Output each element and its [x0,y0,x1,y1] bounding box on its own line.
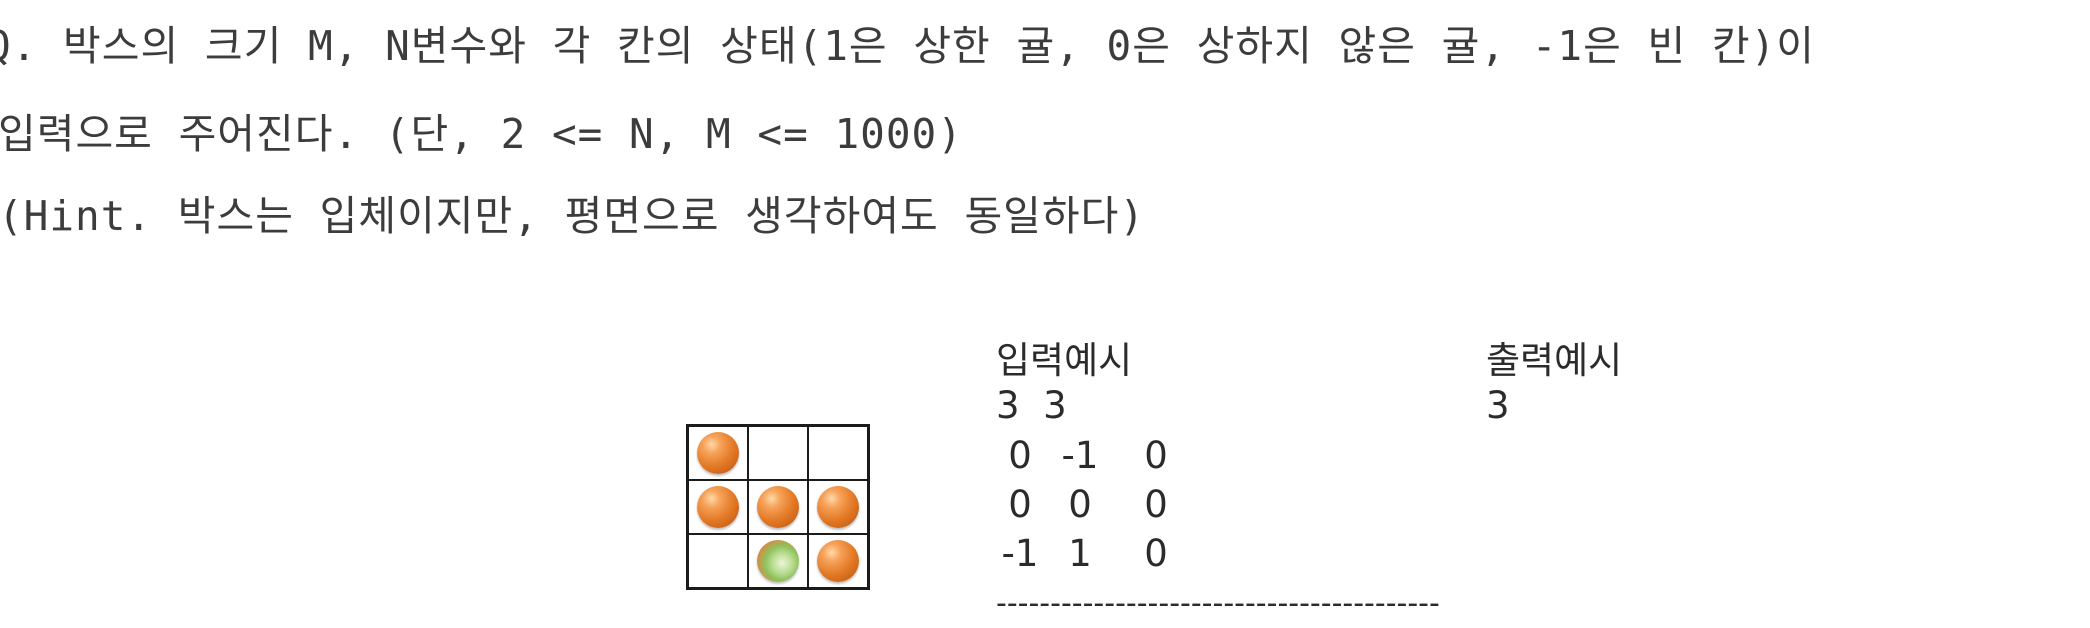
orange-box-grid [686,424,870,590]
input-cell-value: -1 [1001,532,1039,575]
input-cell-value: 0 [1144,434,1168,477]
input-cell-value: 0 [1008,483,1032,526]
grid-cell [688,534,748,588]
grid-cell [688,480,748,534]
grid-cell [748,534,808,588]
grid-cell [748,426,808,480]
input-cell-value: 0 [1144,532,1168,575]
grid-cell [688,426,748,480]
input-cell-value: 0 [1144,483,1168,526]
grid-cell [808,534,868,588]
fresh-orange-icon [757,486,799,528]
grid-cell [808,480,868,534]
fresh-orange-icon [817,540,859,582]
question-line-2: 입력으로 주어진다. (단, 2 <= N, M <= 1000) [0,110,963,158]
input-cell-value: 0 [1068,483,1092,526]
question-hint: (Hint. 박스는 입체이지만, 평면으로 생각하여도 동일하다) [0,192,1146,240]
input-size-line: 3 3 [996,384,1067,427]
grid-cell [748,480,808,534]
input-cell-value: 0 [1008,434,1032,477]
input-cell-value: -1 [1061,434,1099,477]
input-cell-value: 1 [1068,532,1092,575]
output-example-title: 출력예시 [1486,339,1623,382]
rotten-orange-icon [757,540,799,582]
question-line-1: Q. 박스의 크기 M, N변수와 각 칸의 상태(1은 상한 귤, 0은 상하… [0,22,1815,70]
fresh-orange-icon [697,486,739,528]
fresh-orange-icon [697,432,739,474]
output-value: 3 [1486,384,1510,427]
grid-cell [808,426,868,480]
fresh-orange-icon [817,486,859,528]
input-example-title: 입력예시 [996,339,1133,382]
divider-line: ----------------------------------------… [996,586,1440,621]
